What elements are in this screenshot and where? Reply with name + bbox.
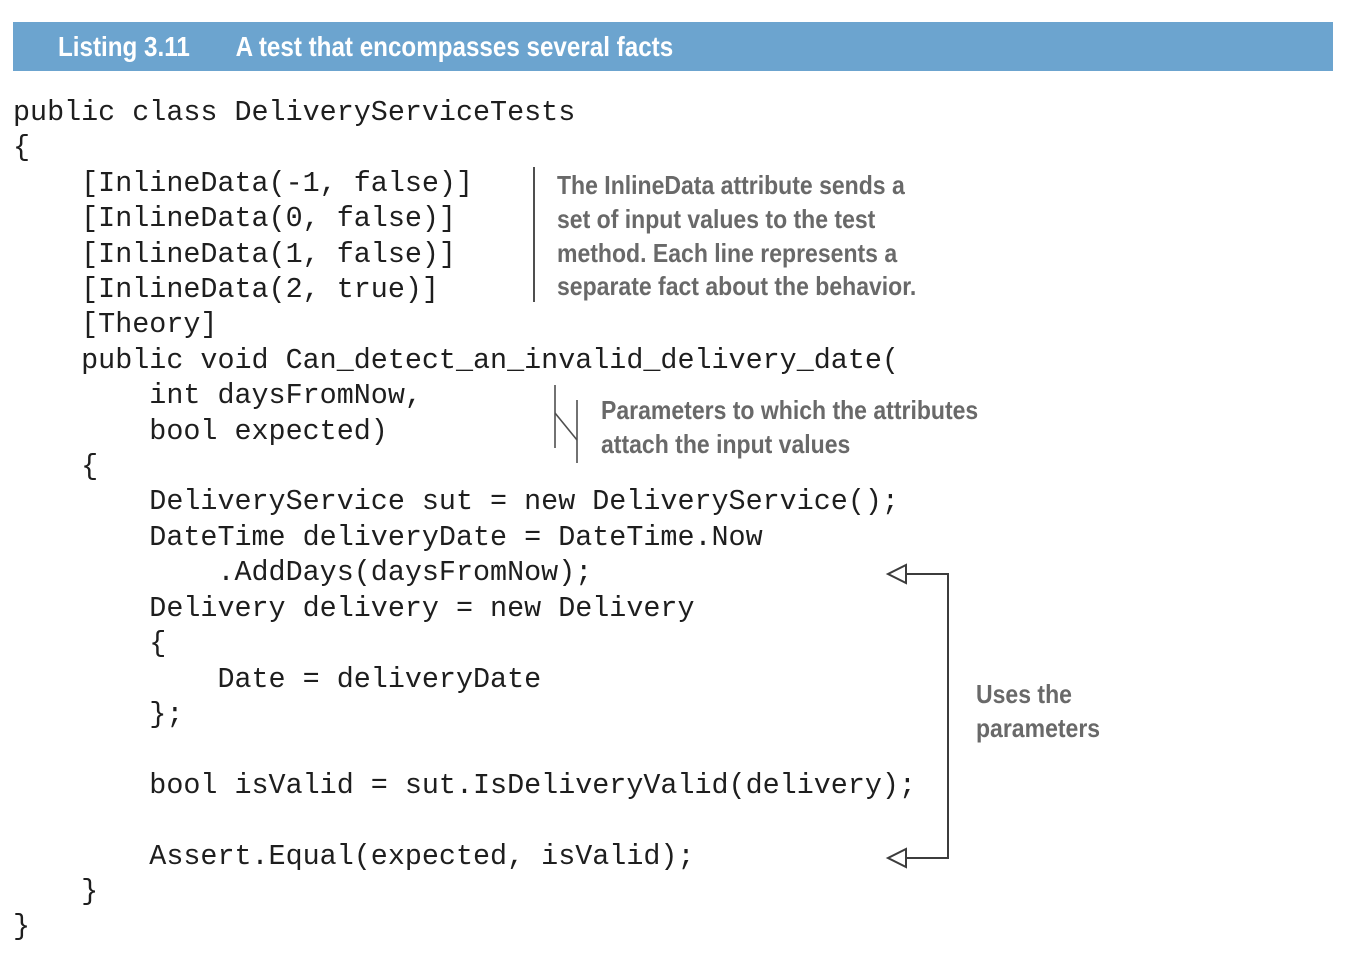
listing-header-bar: Listing 3.11 A test that encompasses sev… [13, 22, 1333, 71]
callout-inline-data: The InlineData attribute sends a set of … [557, 170, 917, 302]
code-listing: public class DeliveryServiceTests { [Inl… [13, 96, 916, 944]
listing-header-text: Listing 3.11 A test that encompasses sev… [58, 22, 673, 71]
callout-uses-parameters: Uses the parameters [976, 679, 1101, 743]
listing-title: A test that encompasses several facts [235, 30, 674, 62]
callout-parameters: Parameters to which the attributes attac… [601, 395, 979, 459]
listing-number: Listing 3.11 [58, 30, 190, 62]
